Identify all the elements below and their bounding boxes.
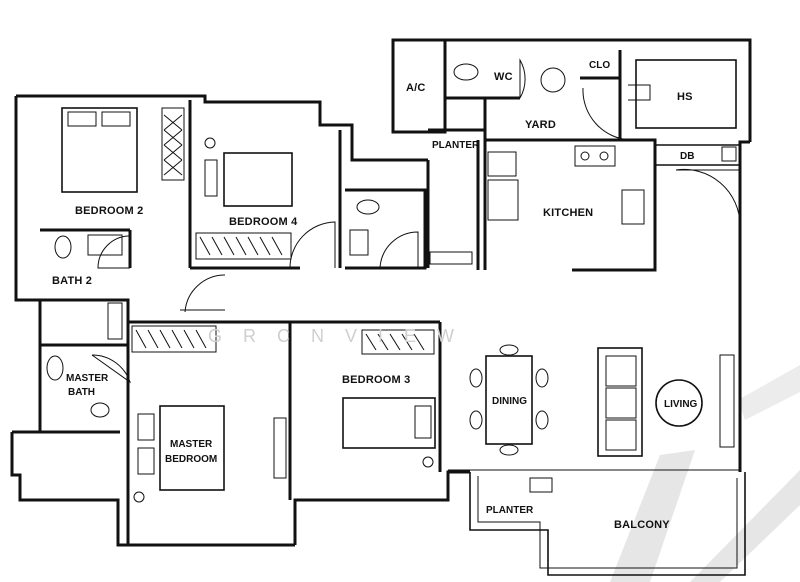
label-planter-bottom: PLANTER — [486, 505, 534, 516]
label-balcony: BALCONY — [614, 519, 670, 531]
label-master-bedroom-1: MASTER — [170, 439, 213, 450]
label-ac: A/C — [406, 82, 426, 94]
label-kitchen: KITCHEN — [543, 207, 593, 219]
outer-walls — [10, 38, 752, 576]
label-master-bedroom-2: BEDROOM — [165, 454, 217, 465]
label-yard: YARD — [525, 119, 556, 131]
label-bedroom-2: BEDROOM 2 — [75, 205, 143, 217]
label-dining: DINING — [492, 396, 527, 407]
interior-walls — [40, 50, 741, 545]
label-living: LIVING — [664, 399, 698, 410]
label-planter-top: PLANTER — [432, 140, 480, 151]
doors — [91, 58, 741, 384]
label-bedroom-4: BEDROOM 4 — [229, 216, 298, 228]
fixtures — [46, 59, 740, 503]
label-bedroom-3: BEDROOM 3 — [342, 374, 410, 386]
label-db: DB — [680, 151, 694, 162]
label-bath-2: BATH 2 — [52, 275, 92, 287]
label-master-bath-2: BATH — [68, 387, 95, 398]
watermark-shape — [610, 365, 800, 582]
watermark-text: GRCNVIEW — [208, 326, 475, 346]
label-wc: WC — [494, 71, 513, 83]
label-hs: HS — [677, 91, 693, 103]
label-clo: CLO — [589, 60, 610, 71]
label-master-bath-1: MASTER — [66, 373, 109, 384]
